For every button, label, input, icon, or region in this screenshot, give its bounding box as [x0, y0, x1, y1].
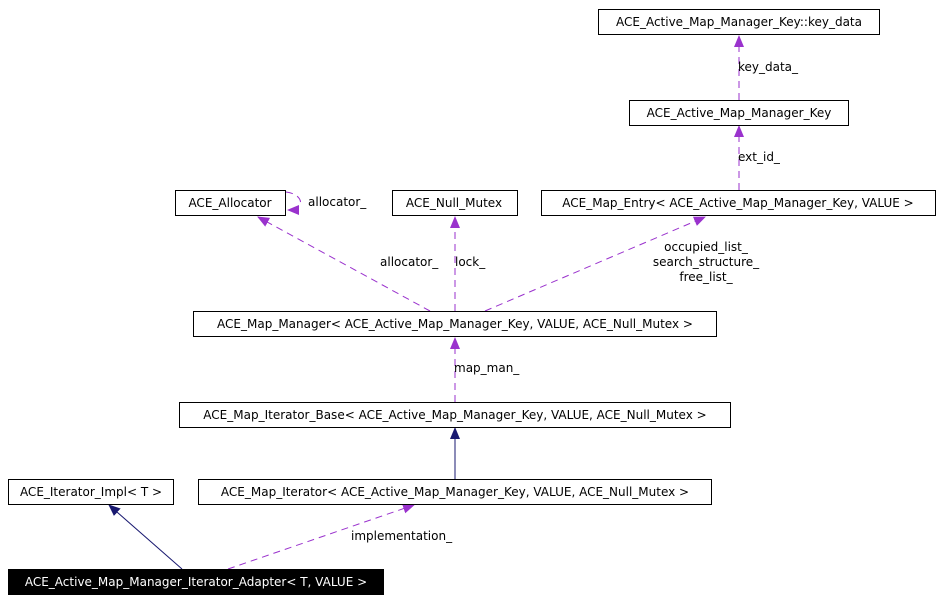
node-map-manager[interactable]: ACE_Map_Manager< ACE_Active_Map_Manager_… — [193, 311, 717, 337]
node-allocator-label: ACE_Allocator — [188, 196, 271, 210]
node-iterator-impl-label: ACE_Iterator_Impl< T > — [20, 485, 162, 499]
edges — [108, 35, 744, 570]
label-ext-id: ext_id_ — [738, 150, 781, 164]
node-map-iterator[interactable]: ACE_Map_Iterator< ACE_Active_Map_Manager… — [198, 479, 712, 505]
edge-allocator-self — [285, 191, 301, 215]
node-key-data[interactable]: ACE_Active_Map_Manager_Key::key_data — [598, 9, 880, 35]
label-occupied-list: occupied_list_ — [664, 240, 749, 254]
label-map-man: map_man_ — [454, 361, 520, 375]
label-key-data: key_data_ — [738, 60, 799, 74]
node-active-map-manager-key-label: ACE_Active_Map_Manager_Key — [647, 106, 832, 120]
node-null-mutex[interactable]: ACE_Null_Mutex — [392, 190, 518, 216]
node-map-iterator-base-label: ACE_Map_Iterator_Base< ACE_Active_Map_Ma… — [203, 408, 706, 422]
edge-implementation — [227, 503, 415, 570]
label-search-structure: search_structure_ — [653, 255, 760, 269]
edge-labels: key_data_ ext_id_ allocator_ allocator_ … — [308, 60, 799, 543]
node-null-mutex-label: ACE_Null_Mutex — [406, 196, 502, 210]
node-map-manager-label: ACE_Map_Manager< ACE_Active_Map_Manager_… — [217, 317, 693, 331]
label-free-list: free_list_ — [679, 270, 733, 284]
node-iterator-adapter[interactable]: ACE_Active_Map_Manager_Iterator_Adapter<… — [8, 569, 384, 595]
node-iterator-impl[interactable]: ACE_Iterator_Impl< T > — [8, 479, 174, 505]
label-allocator-self: allocator_ — [308, 195, 367, 209]
edge-inherit-iterator-impl — [108, 504, 183, 570]
node-map-iterator-label: ACE_Map_Iterator< ACE_Active_Map_Manager… — [221, 485, 689, 499]
node-map-entry[interactable]: ACE_Map_Entry< ACE_Active_Map_Manager_Ke… — [541, 190, 936, 216]
edge-entry-lists — [484, 216, 706, 312]
node-allocator[interactable]: ACE_Allocator — [175, 190, 286, 216]
nodes: ACE_Active_Map_Manager_Key::key_data ACE… — [8, 9, 936, 595]
node-map-entry-label: ACE_Map_Entry< ACE_Active_Map_Manager_Ke… — [562, 196, 913, 210]
label-lock: lock_ — [455, 255, 486, 269]
node-iterator-adapter-label: ACE_Active_Map_Manager_Iterator_Adapter<… — [25, 575, 367, 589]
label-allocator: allocator_ — [380, 255, 439, 269]
node-active-map-manager-key[interactable]: ACE_Active_Map_Manager_Key — [629, 100, 849, 126]
node-key-data-label: ACE_Active_Map_Manager_Key::key_data — [616, 15, 862, 29]
node-map-iterator-base[interactable]: ACE_Map_Iterator_Base< ACE_Active_Map_Ma… — [179, 402, 731, 428]
label-implementation: implementation_ — [351, 529, 453, 543]
edge-allocator — [257, 216, 431, 312]
